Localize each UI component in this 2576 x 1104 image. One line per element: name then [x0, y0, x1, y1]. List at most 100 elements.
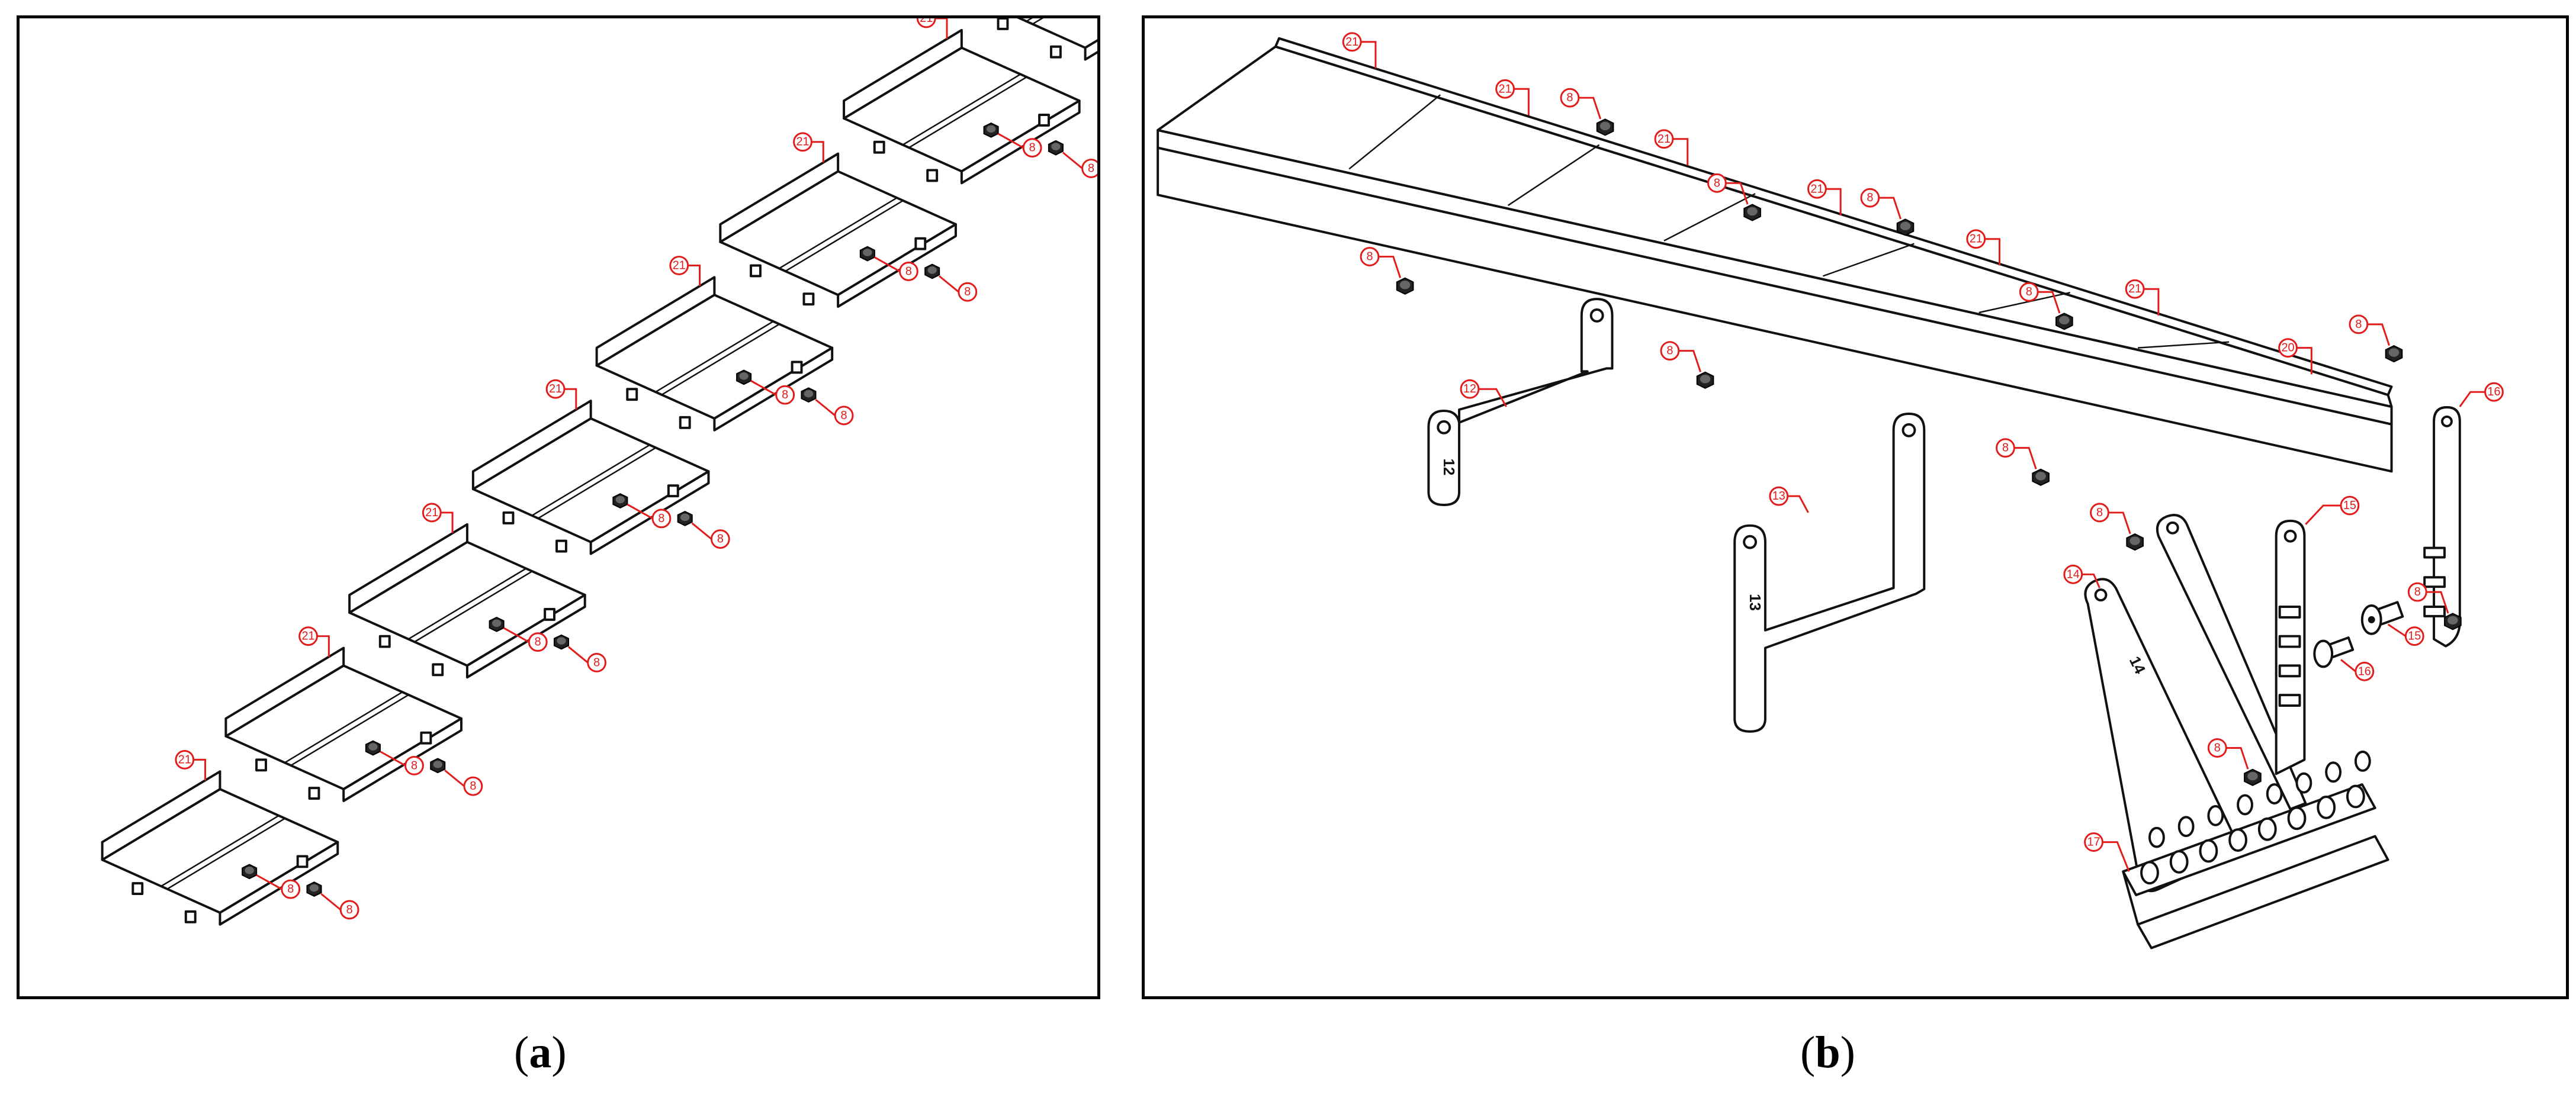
panel-b-nut-tag-9-label: 8	[2096, 506, 2103, 519]
conveyor-tag-4: 21	[1807, 179, 1842, 215]
part-tag-link-16-label: 16	[2487, 385, 2500, 398]
tray-tag-1: 21	[175, 750, 207, 781]
comb-slot	[2325, 761, 2342, 783]
conveyor-tag-5-label: 21	[1970, 233, 1983, 246]
nut-tag-7: 8	[627, 503, 672, 529]
panel-b-nut-tag-7-label: 8	[1666, 345, 1673, 358]
part-tag-bolt-16: 16	[2340, 659, 2375, 681]
comb-slot	[2148, 826, 2165, 848]
tray-nut	[242, 864, 258, 880]
conveyor-nut	[1896, 218, 1915, 236]
comb-slot	[2287, 806, 2307, 831]
nut-tag-11-label: 8	[905, 265, 912, 278]
comb-slot	[2266, 783, 2283, 804]
nut-tag-8: 8	[691, 522, 730, 549]
tray-8	[997, 18, 1097, 61]
tray-foot	[914, 237, 927, 250]
tray-foot	[131, 882, 144, 896]
link-16	[2423, 406, 2461, 648]
tray-tag-6: 21	[793, 132, 824, 163]
comb-slot	[2199, 839, 2218, 863]
tray-foot	[1038, 114, 1050, 127]
tray-tag-6-label: 21	[796, 136, 809, 149]
tray-foot	[308, 787, 320, 800]
tray-nut	[612, 493, 628, 509]
tray-tag-2-label: 21	[302, 630, 315, 643]
conveyor-tag-5: 21	[1966, 229, 2001, 266]
conveyor-tag-4-label: 21	[1810, 182, 1823, 195]
part-tag-link-15-upper-label: 15	[2343, 499, 2356, 512]
tray-nut	[983, 122, 999, 138]
panel-b-nut-tag-8: 8	[1996, 438, 2037, 469]
nut-tag-14-label: 8	[1088, 162, 1094, 175]
conveyor-nut	[2055, 313, 2073, 330]
nut-tag-4-label: 8	[470, 780, 476, 793]
panel-b-nut-tag-10-label: 8	[2414, 585, 2421, 598]
conveyor-tag-2: 21	[1495, 79, 1530, 116]
conveyor-tag-1-label: 21	[1345, 36, 1358, 49]
nut-tag-13: 8	[997, 133, 1042, 158]
comb-slot	[2346, 784, 2365, 809]
tray-tag-4: 21	[545, 379, 577, 410]
part-tag-arm-13: 13	[1769, 486, 1809, 513]
tray-foot	[667, 484, 679, 498]
conveyor-nut	[1596, 118, 1614, 136]
tray-tag-7-label: 21	[920, 18, 933, 25]
panel-b-nut-tag-5: 8	[2349, 314, 2390, 346]
comb-slot	[2169, 849, 2189, 874]
tray-foot	[420, 731, 432, 745]
part-tag-comb-17-label: 17	[2087, 836, 2100, 849]
conveyor-tag-3: 21	[1654, 129, 1689, 166]
tray-foot	[502, 511, 515, 524]
panel-b-nut-tag-6: 8	[1360, 247, 1402, 278]
part-tag-arm-14: 14	[2063, 564, 2100, 588]
tray-foot	[873, 140, 885, 154]
nut-tag-6: 8	[567, 646, 607, 672]
tray-foot	[997, 18, 1009, 30]
nut-tag-11: 8	[874, 256, 918, 281]
nut-tag-1: 8	[256, 874, 301, 899]
conveyor-nut	[1696, 371, 1714, 389]
tray-nut	[677, 510, 693, 526]
tray-foot	[791, 361, 803, 374]
panel-b-nut-tag-2-label: 8	[1714, 176, 1720, 189]
tray-4	[471, 400, 710, 555]
tray-6	[719, 152, 957, 308]
tray-foot	[255, 758, 267, 772]
tray-nut	[430, 758, 446, 774]
part-tag-bolt-16-label: 16	[2358, 665, 2371, 678]
nut-tag-1-label: 8	[287, 883, 294, 896]
tray-tag-2: 21	[298, 626, 330, 657]
comb-slot	[2354, 751, 2371, 772]
panel-b-nut-tag-9: 8	[2090, 503, 2131, 535]
arm-12: 12	[1427, 298, 1614, 507]
comb-slot	[2177, 816, 2195, 838]
nut-tag-5-label: 8	[535, 636, 541, 649]
nut-tag-3-label: 8	[411, 759, 417, 772]
panel-b-nut-tag-4-label: 8	[2026, 285, 2032, 298]
conveyor-tag-7: 20	[2278, 338, 2312, 375]
arm-12-stamp: 12	[1440, 458, 1457, 475]
arm-13-stamp: 13	[1746, 594, 1763, 611]
tray-3	[348, 523, 586, 679]
tray-7	[843, 28, 1081, 185]
tray-foot	[296, 855, 309, 868]
tray-2	[224, 646, 462, 802]
part-tag-pin-15-lower-label: 15	[2408, 630, 2421, 643]
panel-b-nut-tag-11-label: 8	[2214, 742, 2221, 755]
conveyor-nut	[2126, 533, 2144, 551]
panel-a-tray-assembly: 218821882188218821882188218821	[17, 15, 1100, 999]
tray-nut	[553, 634, 569, 650]
comb-slot	[2207, 804, 2224, 826]
conveyor-tag-6: 21	[2125, 279, 2160, 316]
panel-b-nut-tag-1-label: 8	[1566, 91, 1573, 104]
conveyor-nut	[2244, 768, 2262, 786]
conveyor-nut	[1743, 204, 1761, 221]
nut-tag-14: 8	[1062, 152, 1097, 178]
conveyor-nut	[2032, 468, 2050, 486]
panel-b-conveyor-assembly: 12 13 14	[1142, 15, 2569, 999]
tray-nut	[365, 740, 381, 756]
tray-nut	[306, 881, 322, 897]
tray-nut	[859, 246, 875, 262]
comb-slot	[2140, 861, 2159, 885]
